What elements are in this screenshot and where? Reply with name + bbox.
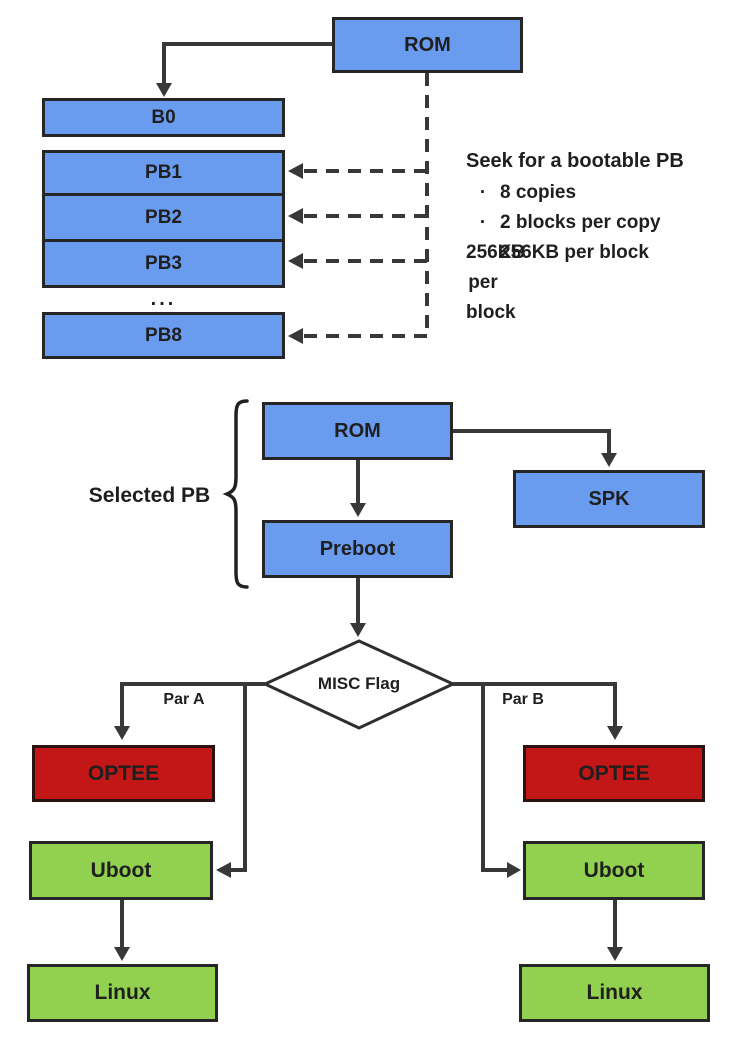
arrowhead-preboot — [350, 503, 366, 517]
arrowhead-pb3 — [288, 253, 303, 269]
box-b0: B0 — [42, 98, 285, 137]
box-pb8: PB8 — [42, 312, 285, 359]
bullet-dot-icon: 256KB per block — [466, 242, 526, 323]
box-rom-mid: ROM — [262, 402, 453, 460]
edge-parb-to-uboot — [481, 684, 507, 872]
edge-rom-to-b0 — [162, 42, 332, 85]
box-uboot-par-a: Uboot — [29, 841, 213, 900]
seek-note-item-text: 256KB per block — [500, 242, 649, 263]
seek-note-item-text: 8 copies — [500, 182, 577, 203]
edge-para-to-uboot — [231, 684, 247, 872]
box-uboot-par-b: Uboot — [523, 841, 705, 900]
arrowhead-pb8 — [288, 328, 303, 344]
box-preboot: Preboot — [262, 520, 453, 578]
arrowhead-decision — [350, 623, 366, 637]
seek-note-item: · 2 blocks per copy — [466, 208, 746, 238]
decision-diamond — [261, 639, 457, 730]
box-optee-par-b: OPTEE — [523, 745, 705, 802]
seek-note: Seek for a bootable PB · 8 copies · 2 bl… — [466, 148, 746, 328]
arrowhead-uboot-b — [507, 862, 521, 878]
box-pb3: PB3 — [42, 239, 285, 288]
box-pb2: PB2 — [42, 193, 285, 242]
edge-rom-to-spk — [453, 429, 611, 454]
box-rom-top: ROM — [332, 17, 523, 73]
arrowhead-optee-a — [114, 726, 130, 740]
arrowhead-linux-a — [114, 947, 130, 961]
seek-note-item-text: 2 blocks per copy — [500, 212, 661, 233]
branch-label-par-b: Par B — [502, 691, 544, 708]
arrowhead-optee-b — [607, 726, 623, 740]
pb-ellipsis: ... — [150, 287, 177, 310]
arrowhead-linux-b — [607, 947, 623, 961]
edge-para-to-optee — [120, 682, 265, 727]
seek-note-title: Seek for a bootable PB — [466, 150, 684, 172]
box-optee-par-a: OPTEE — [32, 745, 215, 802]
selected-pb-brace — [222, 399, 249, 589]
bullet-dot-icon: · — [479, 182, 487, 203]
arrowhead-spk — [601, 453, 617, 467]
selected-pb-label: Selected PB — [88, 484, 211, 507]
edge-parb-to-optee — [453, 682, 617, 727]
arrowhead-pb1 — [288, 163, 303, 179]
box-linux-par-b: Linux — [519, 964, 710, 1022]
branch-label-par-a: Par A — [163, 691, 205, 708]
seek-note-list: · 8 copies · 2 blocks per copy 256KB per… — [466, 178, 746, 328]
arrowhead-b0 — [156, 83, 172, 97]
box-linux-par-a: Linux — [27, 964, 218, 1022]
decision-label: MISC Flag — [317, 674, 401, 693]
seek-note-item: · 8 copies — [466, 178, 746, 208]
arrowhead-pb2 — [288, 208, 303, 224]
arrowhead-uboot-a — [216, 862, 231, 878]
bullet-dot-icon: · — [479, 212, 487, 233]
seek-note-item: 256KB per block 256KB per block — [466, 238, 746, 328]
box-pb1: PB1 — [42, 150, 285, 196]
box-spk: SPK — [513, 470, 705, 528]
